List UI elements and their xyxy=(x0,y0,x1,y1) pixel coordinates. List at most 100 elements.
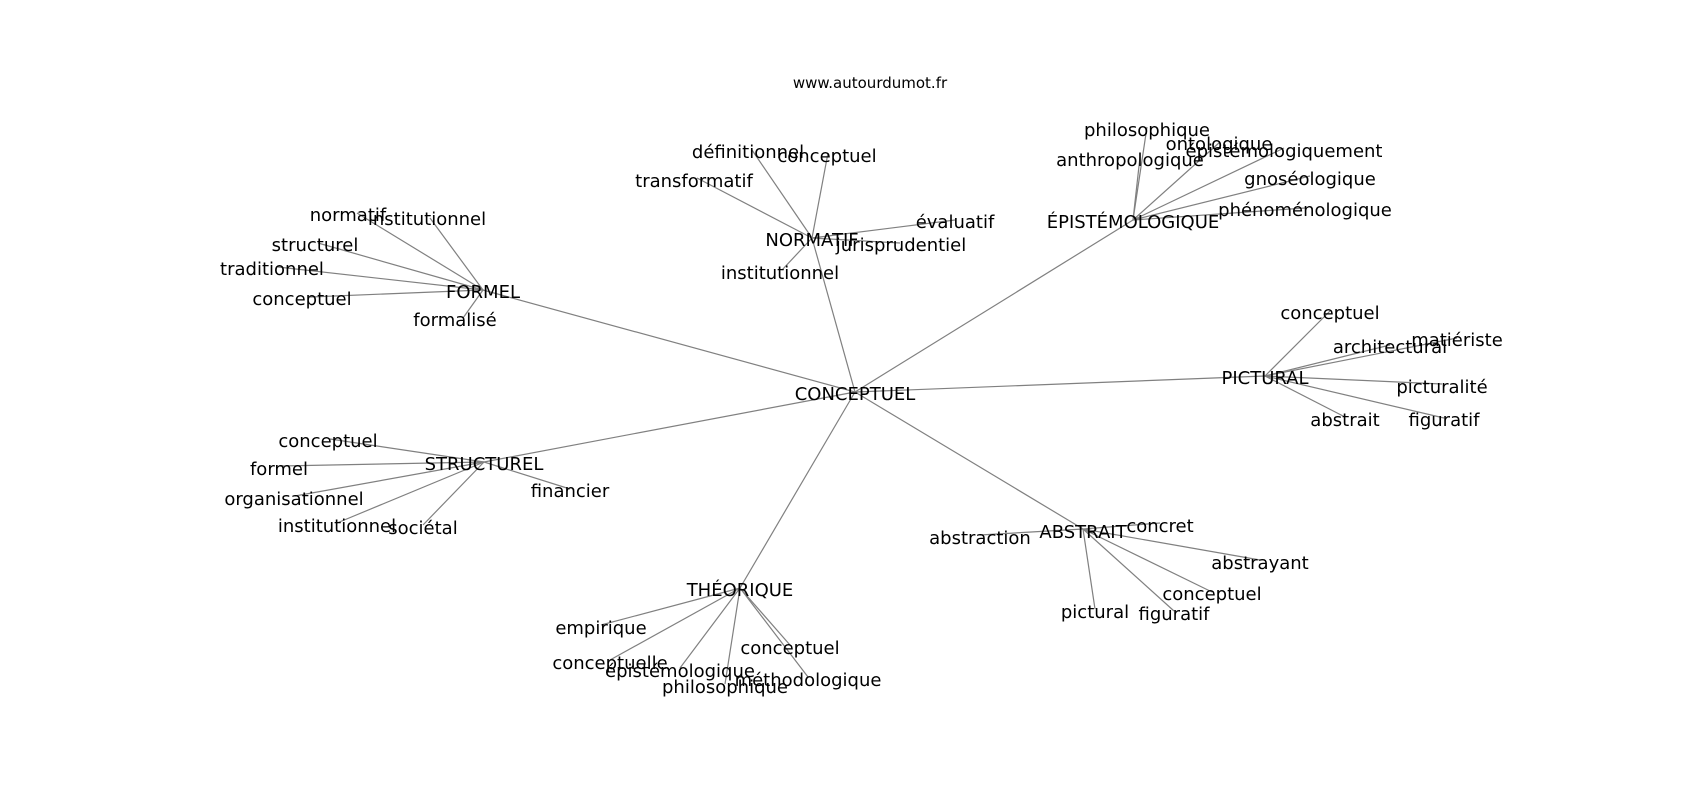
edge-hub-to-leaf xyxy=(1264,375,1443,385)
edge-hub-to-leaf xyxy=(781,237,813,271)
edge-hub-to-leaf xyxy=(1264,375,1445,419)
leaf-node-label: conceptuel xyxy=(278,431,377,452)
edge-hub-to-leaf xyxy=(1264,337,1458,377)
edge-hub-to-leaf xyxy=(724,587,741,685)
leaf-node-label: figuratif xyxy=(1409,410,1481,431)
leaf-node-label: institutionnel xyxy=(368,209,486,230)
edge-hub-to-leaf xyxy=(1082,528,1261,561)
leaf-node-label: phénoménologique xyxy=(1218,200,1392,221)
edge-center-to-hub xyxy=(854,391,1084,530)
edge-hub-to-leaf xyxy=(309,289,484,298)
leaf-node-label: conceptuel xyxy=(1162,584,1261,605)
hub-node-label: ÉPISTÉMOLOGIQUE xyxy=(1047,211,1220,233)
edge-hub-to-leaf xyxy=(1132,141,1221,221)
graph-labels: FORMELnormatifinstitutionnelstructureltr… xyxy=(220,120,1503,698)
hub-node-label: PICTURAL xyxy=(1221,368,1308,389)
edge-hub-to-leaf xyxy=(1264,375,1346,418)
leaf-node-label: épistémologique xyxy=(605,661,755,682)
edge-hub-to-leaf xyxy=(751,149,813,239)
leaf-node-label: conceptuel xyxy=(740,638,839,659)
hub-node-label: FORMEL xyxy=(446,282,520,303)
edge-hub-to-leaf xyxy=(739,587,791,646)
edge-hub-to-leaf xyxy=(811,219,956,239)
leaf-node-label: ontologique xyxy=(1166,134,1273,155)
edge-hub-to-leaf xyxy=(1082,528,1096,610)
leaf-node-label: structurel xyxy=(272,235,359,256)
leaf-node-label: conceptuel xyxy=(252,289,351,310)
leaf-node-label: abstraction xyxy=(929,528,1031,549)
leaf-node-label: méthodologique xyxy=(735,670,882,691)
edge-hub-to-leaf xyxy=(422,461,485,526)
edge-hub-to-leaf xyxy=(317,242,484,291)
edge-center-to-hub xyxy=(482,289,856,393)
leaf-node-label: conceptuel xyxy=(1280,303,1379,324)
leaf-node-label: picturalité xyxy=(1396,377,1487,398)
leaf-node-label: gnoséologique xyxy=(1244,169,1376,190)
site-watermark: www.autourdumot.fr xyxy=(793,74,948,92)
leaf-node-label: formel xyxy=(250,459,308,480)
edge-hub-to-leaf xyxy=(696,177,813,239)
leaf-node-label: sociétal xyxy=(388,518,457,539)
leaf-node-label: philosophique xyxy=(662,677,788,698)
edge-center-to-hub xyxy=(854,375,1266,393)
leaf-node-label: normatif xyxy=(310,205,387,226)
edge-hub-to-leaf xyxy=(462,289,484,319)
leaf-node-label: traditionnel xyxy=(220,259,324,280)
edge-hub-to-leaf xyxy=(294,461,485,497)
edge-center-to-hub xyxy=(739,391,856,589)
edge-hub-to-leaf xyxy=(279,461,485,467)
leaf-node-label: anthropologique xyxy=(1056,150,1204,171)
leaf-node-label: abstrait xyxy=(1310,410,1379,431)
leaf-node-label: abstrayant xyxy=(1211,553,1308,574)
edge-hub-to-leaf xyxy=(979,528,1084,536)
leaf-node-label: conceptuelle xyxy=(552,653,667,674)
leaf-node-label: empirique xyxy=(555,618,646,639)
leaf-node-label: conceptuel xyxy=(777,146,876,167)
edge-hub-to-leaf xyxy=(1264,310,1331,377)
edge-center-to-hub xyxy=(483,391,856,463)
edge-hub-to-leaf xyxy=(483,461,571,490)
leaf-node-label: jurisprudentiel xyxy=(835,235,966,256)
edge-hub-to-leaf xyxy=(739,587,809,678)
edge-hub-to-leaf xyxy=(811,152,829,239)
leaf-node-label: institutionnel xyxy=(721,263,839,284)
leaf-node-label: pictural xyxy=(1061,602,1129,623)
edge-hub-to-leaf xyxy=(277,266,484,291)
edge-center-to-hub xyxy=(811,237,856,393)
hub-node-label: ABSTRAIT xyxy=(1039,522,1127,543)
edge-hub-to-leaf xyxy=(1082,522,1161,530)
edge-hub-to-leaf xyxy=(1082,528,1213,593)
edge-center-to-hub xyxy=(854,219,1134,393)
edge-hub-to-leaf xyxy=(1082,528,1175,612)
leaf-node-label: évaluatif xyxy=(916,212,995,233)
graph-edges xyxy=(277,126,1458,685)
edge-hub-to-leaf xyxy=(356,212,484,291)
leaf-node-label: formalisé xyxy=(413,310,496,331)
edge-hub-to-leaf xyxy=(1132,175,1311,221)
center-node-label: CONCEPTUEL xyxy=(795,384,916,405)
hub-node-label: STRUCTUREL xyxy=(425,454,544,475)
leaf-node-label: définitionnel xyxy=(692,142,804,163)
leaf-node-label: organisationnel xyxy=(224,489,363,510)
leaf-node-label: matiériste xyxy=(1411,330,1503,351)
edge-hub-to-leaf xyxy=(429,217,484,291)
edge-hub-to-leaf xyxy=(609,587,741,661)
edge-hub-to-leaf xyxy=(1264,344,1391,377)
leaf-node-label: épistémologiquement xyxy=(1186,141,1383,162)
leaf-node-label: institutionnel xyxy=(278,516,396,537)
edge-hub-to-leaf xyxy=(811,237,901,244)
leaf-node-label: figuratif xyxy=(1139,604,1211,625)
edge-hub-to-leaf xyxy=(600,587,741,626)
leaf-node-label: architectural xyxy=(1333,337,1447,358)
leaf-node-label: concret xyxy=(1126,516,1193,537)
leaf-node-label: philosophique xyxy=(1084,120,1210,141)
leaf-node-label: financier xyxy=(531,481,610,502)
hub-node-label: THÉORIQUE xyxy=(686,579,794,601)
edge-hub-to-leaf xyxy=(1132,147,1285,221)
edge-hub-to-leaf xyxy=(679,587,741,669)
edge-hub-to-leaf xyxy=(329,438,485,463)
leaf-node-label: transformatif xyxy=(635,171,753,192)
edge-hub-to-leaf xyxy=(1132,207,1306,221)
hub-node-label: NORMATIF xyxy=(765,230,858,251)
